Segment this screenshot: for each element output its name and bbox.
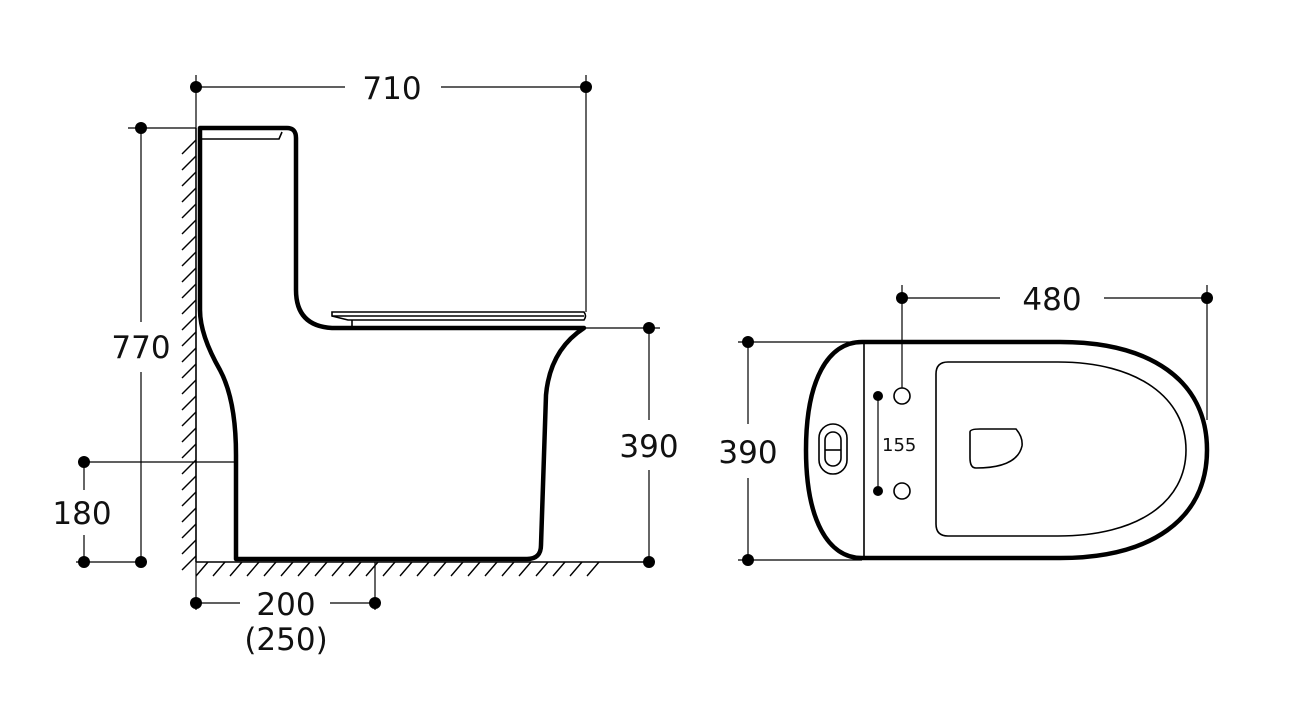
- dimension-outlet-height: 180: [52, 456, 141, 568]
- hatch-line: [181, 139, 197, 155]
- dimension-rough-in: 200 (250): [190, 562, 381, 658]
- dim-text-710: 710: [362, 71, 421, 107]
- hatch-line: [212, 561, 226, 577]
- dim-text-390-side: 390: [619, 429, 678, 465]
- floor: [195, 561, 650, 577]
- hatch-line: [181, 411, 197, 427]
- hatch-line: [181, 219, 197, 235]
- hatch-line: [229, 561, 243, 577]
- dim-text-155: 155: [882, 435, 916, 456]
- dimension-overall-height: 770: [111, 122, 196, 568]
- dimension-seat-height: 390: [584, 322, 679, 568]
- hatch-line: [181, 523, 197, 539]
- wall-hatching: [181, 139, 197, 571]
- dimension-overall-width: 480: [896, 282, 1213, 420]
- hatch-line: [365, 561, 379, 577]
- hatch-line: [181, 187, 197, 203]
- dim-text-250: (250): [244, 622, 327, 658]
- dim-text-480: 480: [1022, 282, 1081, 318]
- wall: [181, 128, 197, 571]
- floor-hatching: [195, 561, 600, 577]
- seat-inner-outline: [935, 361, 1187, 537]
- hatch-line: [314, 561, 328, 577]
- hatch-line: [195, 561, 209, 577]
- hatch-line: [181, 299, 197, 315]
- hatch-line: [518, 561, 532, 577]
- dim-text-770: 770: [111, 330, 170, 366]
- hatch-line: [552, 561, 566, 577]
- hatch-line: [181, 395, 197, 411]
- hatch-line: [399, 561, 413, 577]
- hatch-line: [484, 561, 498, 577]
- flush-button-icon: [818, 423, 848, 475]
- hatch-line: [181, 379, 197, 395]
- hatch-line: [297, 561, 311, 577]
- hatch-line: [569, 561, 583, 577]
- hatch-line: [181, 443, 197, 459]
- hatch-line: [181, 507, 197, 523]
- hatch-line: [181, 203, 197, 219]
- toilet-top-outline: [803, 339, 1210, 561]
- hatch-line: [467, 561, 481, 577]
- hatch-line: [535, 561, 549, 577]
- bolt-hole-top: [893, 387, 911, 405]
- hatch-line: [181, 171, 197, 187]
- dim-text-390-top: 390: [718, 435, 777, 471]
- hatch-line: [181, 427, 197, 443]
- hatch-line: [501, 561, 515, 577]
- side-view: 710 770 180 390: [52, 71, 678, 658]
- dimension-overall-length: 710: [190, 71, 592, 312]
- bowl-opening: [969, 428, 1023, 469]
- hatch-line: [181, 539, 197, 555]
- hatch-line: [181, 555, 197, 571]
- dimension-bolt-spacing: 155: [873, 391, 916, 496]
- hatch-line: [181, 315, 197, 331]
- hatch-line: [246, 561, 260, 577]
- hatch-line: [331, 561, 345, 577]
- hatch-line: [181, 347, 197, 363]
- hatch-line: [586, 561, 600, 577]
- top-view: 155 480 390: [718, 282, 1213, 566]
- hatch-line: [181, 267, 197, 283]
- hatch-line: [181, 251, 197, 267]
- hatch-line: [181, 475, 197, 491]
- dim-text-180: 180: [52, 496, 111, 532]
- hatch-line: [181, 283, 197, 299]
- hatch-line: [181, 363, 197, 379]
- dimension-overall-depth: 390: [718, 336, 862, 566]
- hatch-line: [263, 561, 277, 577]
- hatch-line: [348, 561, 362, 577]
- tank-lid-line: [201, 131, 283, 140]
- hatch-line: [433, 561, 447, 577]
- hatch-line: [280, 561, 294, 577]
- hatch-line: [181, 155, 197, 171]
- dim-text-200: 200: [256, 587, 315, 623]
- hatch-line: [181, 491, 197, 507]
- hatch-line: [450, 561, 464, 577]
- bolt-hole-bottom: [893, 482, 911, 500]
- toilet-side-outline: [197, 125, 587, 562]
- seat-lid: [331, 311, 587, 321]
- hatch-line: [416, 561, 430, 577]
- hatch-line: [181, 331, 197, 347]
- hatch-line: [181, 235, 197, 251]
- hatch-line: [382, 561, 396, 577]
